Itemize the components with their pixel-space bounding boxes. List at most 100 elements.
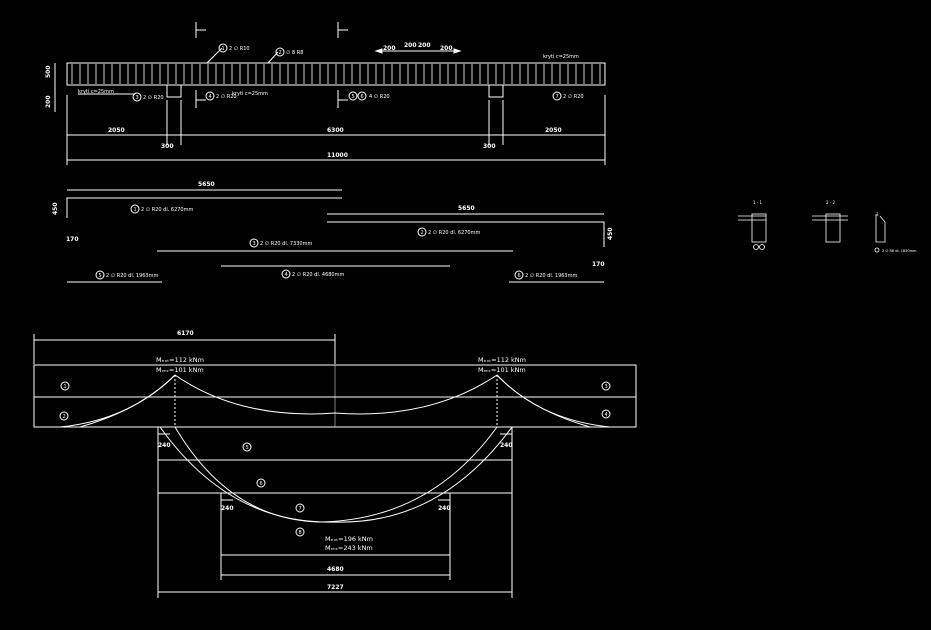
diagram-num-7: 7 [299, 506, 302, 512]
callout-text-4: 2 ∅ R20 [216, 94, 237, 100]
moment-right-2: Mᵣₑₓ=101 kNm [478, 366, 526, 374]
bar-6-text: 2 ∅ R20 dl. 1963mm [525, 273, 577, 279]
dim-extension-lines [66, 95, 606, 165]
bar-3-text: 2 ∅ R20 dl. 7330mm [260, 241, 312, 247]
section-1-title: 1 - 1 [753, 200, 763, 205]
bar-1-hook: 450 [52, 202, 59, 215]
bar-1-shape [66, 197, 342, 218]
callout-text-2: ∅ 8 R8 [286, 50, 303, 56]
callout-circle-4 [205, 91, 215, 101]
dim-bottom-ext [157, 493, 513, 598]
dim-500: 500 [45, 65, 52, 78]
cover-mid: krytí c=25mm [232, 90, 268, 97]
bar-2-hook: 450 [607, 227, 614, 240]
anchor-240-b: 240 [500, 442, 513, 449]
callout-circle-5 [348, 91, 358, 101]
callout-circle-2 [275, 47, 285, 57]
moment-diagram: 6170 Mₑₓₜ=112 kNm Mᵣₑₓ=101 kNm Mₑₓₜ=112 … [33, 330, 637, 598]
moment-left-1: Mₑₓₜ=112 kNm [156, 356, 204, 364]
dim-6170: 6170 [177, 330, 194, 337]
bar-4-circle [281, 269, 291, 279]
bar-2-hook-width: 170 [592, 261, 605, 268]
bar-4-num: 4 [285, 272, 288, 278]
bar-1-num: 1 [134, 207, 137, 213]
bar-2-num: 2 [421, 230, 424, 236]
span-left: 2050 [108, 127, 125, 134]
diagram-bottom-band [220, 492, 451, 556]
cover-top: krytí c=25mm [543, 53, 579, 60]
bar-5-num: 5 [99, 273, 102, 279]
stirrup-marker [874, 247, 880, 253]
bar-4-text: 2 ∅ R20 dl. 4680mm [292, 272, 344, 278]
stirrup-note: 2 ∅ R8 dl. 1850mm [882, 249, 917, 253]
bar-6-circle [514, 270, 524, 280]
moment-curve-left-outer [79, 374, 176, 428]
dim-6170-ext [33, 334, 336, 364]
support-dim-right: 300 [483, 143, 496, 150]
bar-3-circle [249, 238, 259, 248]
diagram-num-1: 1 [64, 384, 67, 390]
bar-3-num: 3 [253, 241, 256, 247]
anchor-240-c: 240 [221, 505, 234, 512]
bar-1-hook-width: 170 [66, 236, 79, 243]
support-right [488, 84, 504, 98]
bar-5-text: 2 ∅ R20 dl. 1963mm [106, 273, 158, 279]
callout-circle-7 [552, 91, 562, 101]
dim-200-a: 200 [383, 45, 396, 52]
dim-arrows [374, 48, 462, 54]
cross-sections: 1 - 1 2 - 2 3 2 ∅ R8 dl. 1850mm [738, 200, 917, 253]
dim-4680: 4680 [327, 566, 344, 573]
moment-left-2: Mᵣₑₓ=101 kNm [156, 366, 204, 374]
callout-circle-1 [218, 43, 228, 53]
span-right: 2050 [545, 127, 562, 134]
bar-1-length: 5650 [198, 181, 215, 188]
diagram-callout-1 [60, 381, 70, 391]
callout-text-7: 2 ∅ R20 [563, 94, 584, 100]
callout-num-7: 7 [556, 94, 559, 100]
diagram-num-8: 8 [299, 530, 302, 536]
section-marks [195, 22, 348, 108]
callout-num-1: 1 [222, 46, 225, 52]
section-2-slab [812, 215, 848, 221]
diagram-callout-5 [242, 442, 252, 452]
diagram-num-5: 5 [246, 445, 249, 451]
moment-mid-2: Mᵣₑₓ=243 kNm [325, 544, 373, 552]
bar-6-num: 6 [518, 273, 521, 279]
dim-200-b: 200 [404, 42, 417, 49]
beam-elevation: 200 200 200 200 500 200 2050 6300 2050 3… [45, 22, 606, 165]
dim-200-c: 200 [418, 42, 431, 49]
bar-2-circle [417, 227, 427, 237]
section-2-beam [825, 213, 841, 243]
total-length: 11000 [327, 152, 348, 159]
section-3-title: 3 [876, 212, 879, 217]
diagram-callout-7 [295, 503, 305, 513]
moment-curve-bottom-outer [159, 426, 513, 523]
callout-text-3: 2 ∅ R20 [143, 95, 164, 101]
bar-2-shape [327, 221, 605, 247]
moment-curve-right-outer [496, 374, 591, 428]
span-middle: 6300 [327, 127, 344, 134]
support-dim-left: 300 [161, 143, 174, 150]
stirrup-shape [875, 214, 886, 243]
moment-right-1: Mₑₓₜ=112 kNm [478, 356, 526, 364]
diagram-num-2: 2 [63, 414, 66, 420]
bar-schedule: 5650 450 170 1 2 ∅ R20 dl. 6270mm 5650 4… [52, 181, 614, 283]
bar-2-text: 2 ∅ R20 dl. 6270mm [428, 230, 480, 236]
callout-circle-3 [132, 92, 142, 102]
callout-text-56: 4 ∅ R20 [369, 94, 390, 100]
diagram-callout-8 [295, 527, 305, 537]
cover-left: krytí c=25mm [78, 88, 114, 95]
callout-num-2: 2 [279, 50, 282, 56]
section-1-bar-b [759, 244, 765, 250]
bar-1-circle [130, 204, 140, 214]
stirrups [71, 64, 601, 84]
anchor-240-d: 240 [438, 505, 451, 512]
bar-2-length: 5650 [458, 205, 475, 212]
bar-1-text: 2 ∅ R20 dl. 6270mm [141, 207, 193, 213]
callout-num-6: 6 [361, 94, 364, 100]
section-1-beam [751, 213, 767, 243]
diagram-num-4: 4 [605, 412, 608, 418]
diagram-num-6: 6 [260, 481, 263, 487]
dim-200-d: 200 [440, 45, 453, 52]
moment-mid-1: Mₑₓₜ=196 kNm [325, 535, 373, 543]
